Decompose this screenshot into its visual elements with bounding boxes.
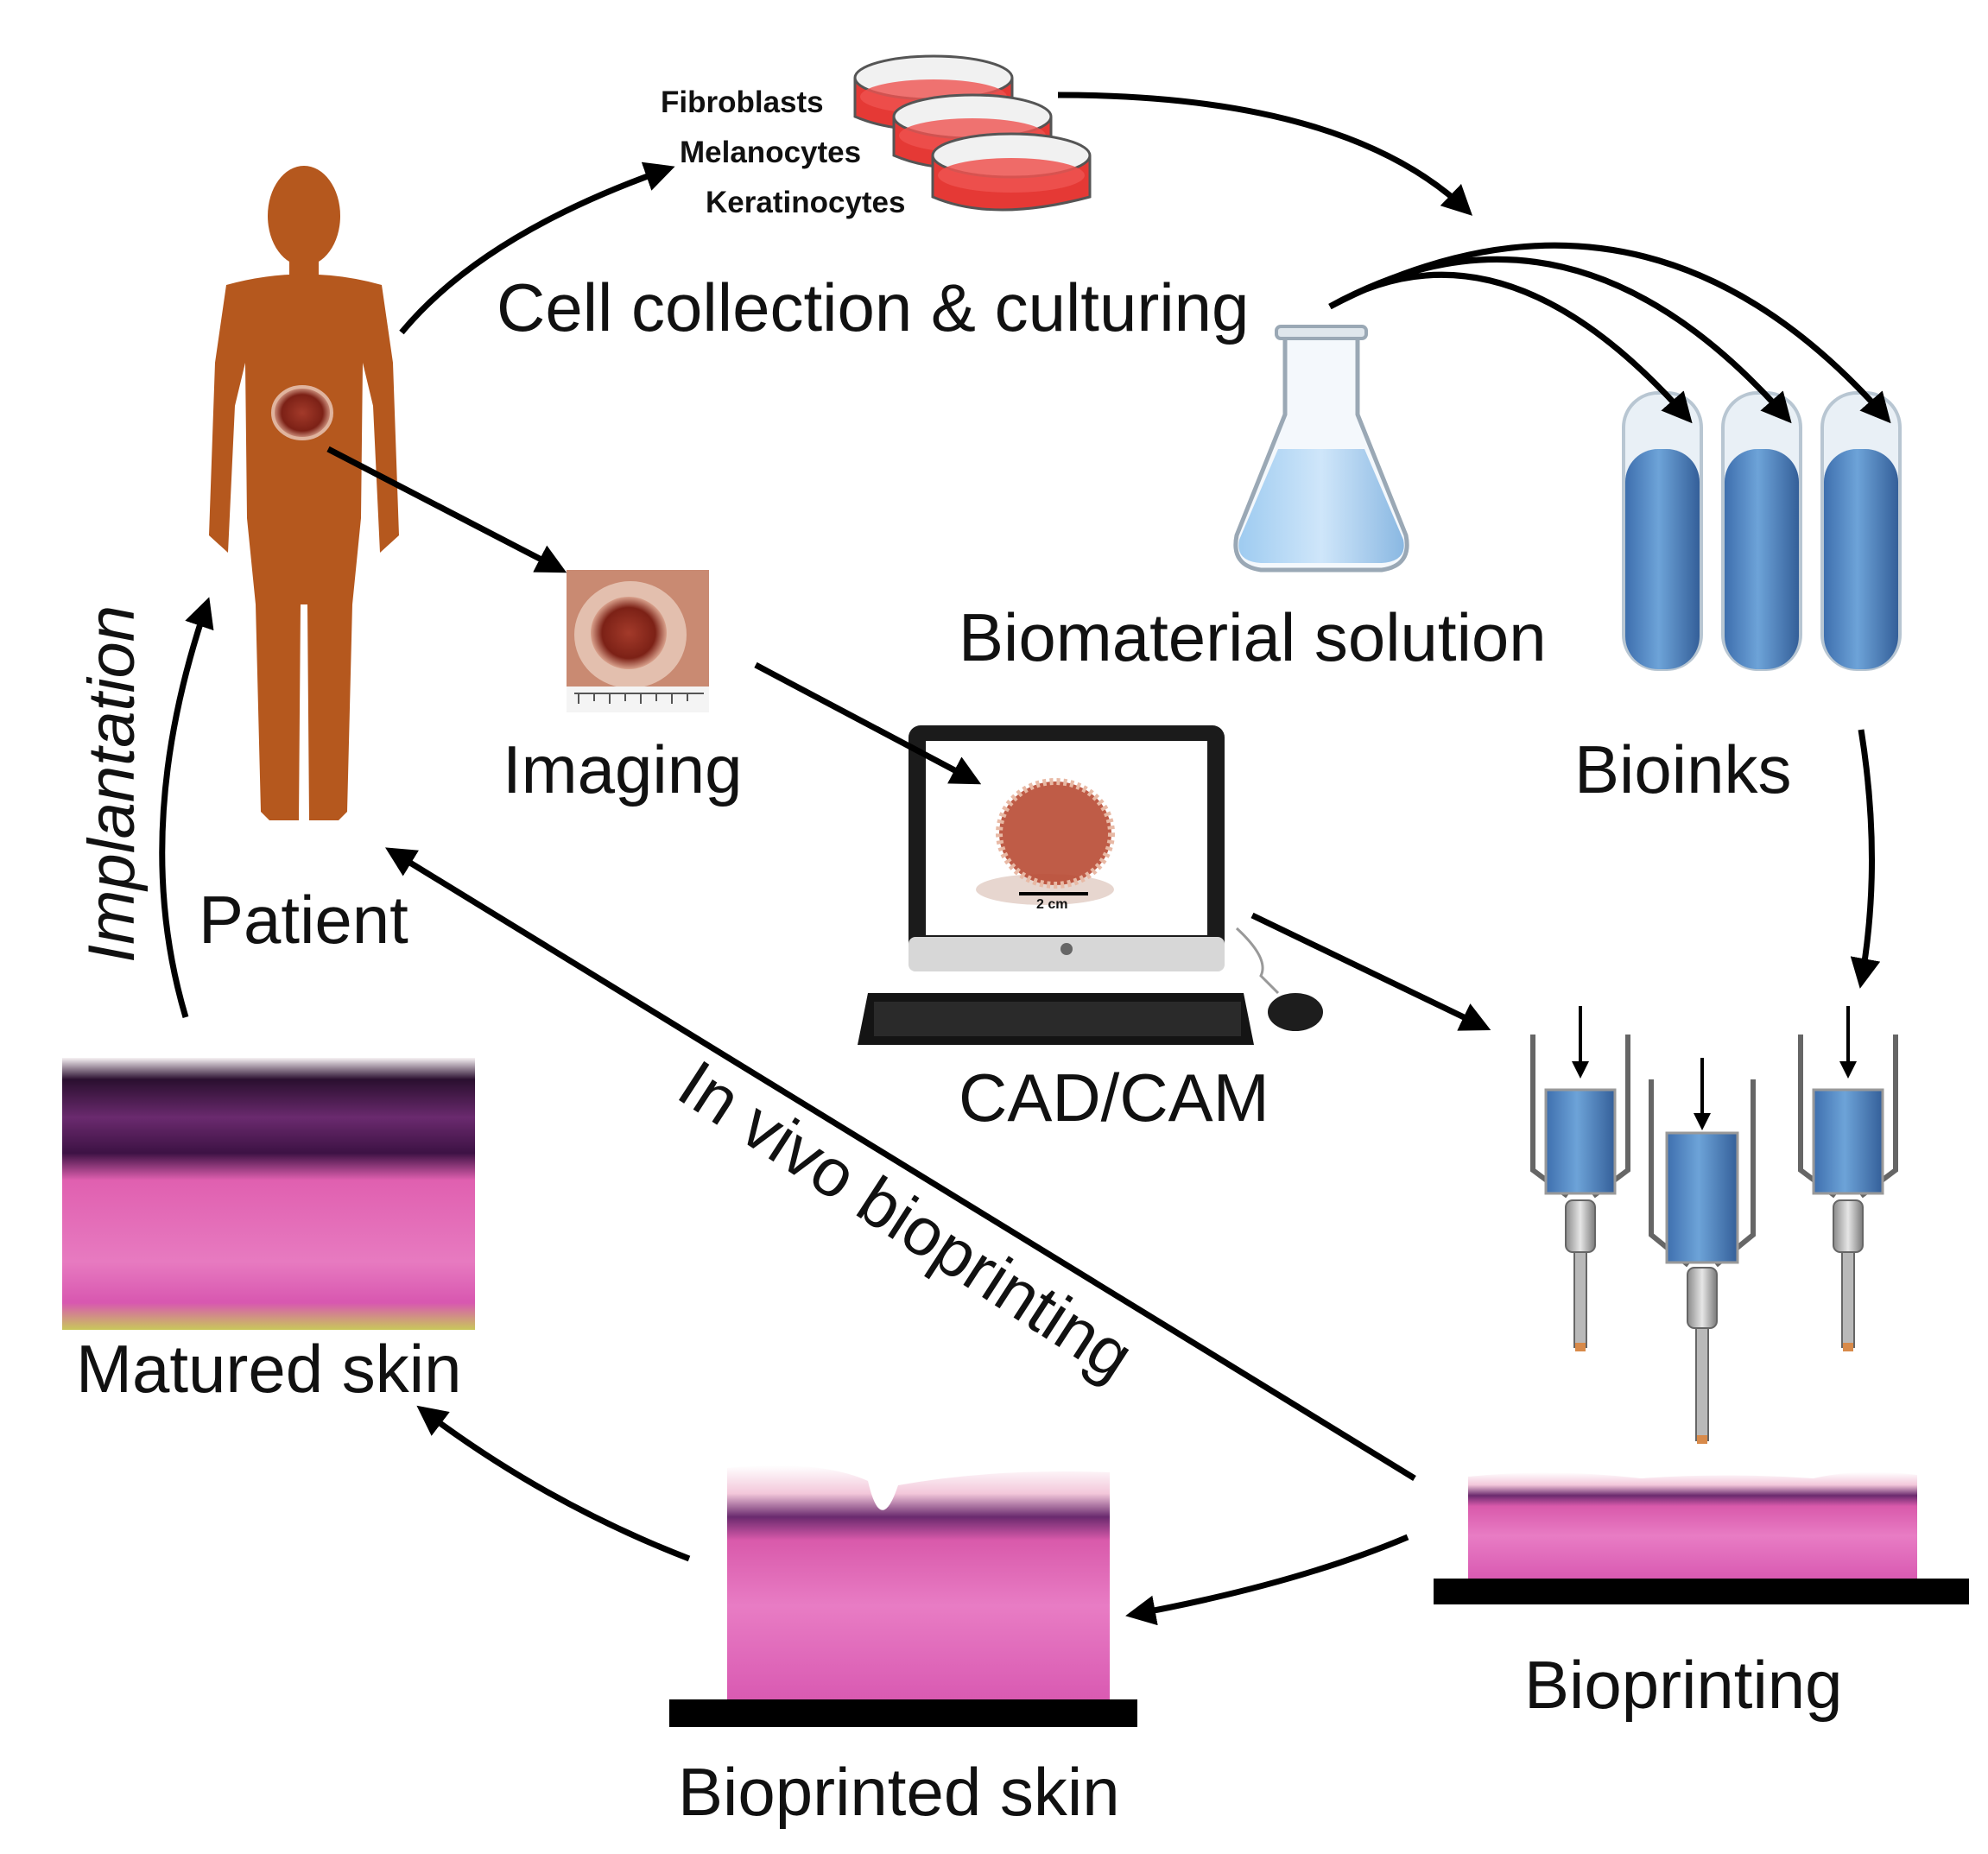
erlenmeyer-flask-icon bbox=[1233, 325, 1409, 573]
scale-bar-label: 2 cm bbox=[1036, 897, 1067, 912]
wound-icon bbox=[271, 385, 333, 440]
arrow-patient-to-imaging bbox=[326, 446, 567, 573]
arrow-bioprinting-to-bioprinted bbox=[1125, 1534, 1409, 1626]
petri-dish-icon bbox=[931, 132, 1092, 212]
desktop-computer-icon: 2 cm bbox=[858, 725, 1323, 1045]
keratinocytes-label: Keratinocytes bbox=[706, 186, 905, 219]
biomaterial-solution-label: Biomaterial solution bbox=[959, 599, 1547, 675]
melanocytes-label: Melanocytes bbox=[680, 136, 861, 169]
fibroblasts-label: Fibroblasts bbox=[661, 85, 824, 119]
test-tube-icon bbox=[1820, 391, 1902, 671]
arrow-imaging-to-cad bbox=[754, 661, 982, 785]
test-tube-icon bbox=[1622, 391, 1703, 671]
wound-photo bbox=[567, 570, 709, 712]
printer-nozzle-icon bbox=[1649, 1058, 1756, 1444]
arrow-matured-to-patient bbox=[159, 597, 214, 1018]
printer-nozzle-icon bbox=[1798, 1006, 1898, 1351]
bioprinter-nozzles bbox=[1530, 1006, 1898, 1444]
patient-label: Patient bbox=[199, 882, 408, 958]
human-silhouette-icon bbox=[209, 166, 399, 820]
arrow-patient-to-cells bbox=[399, 161, 675, 335]
bioprinting-skin-sample bbox=[1434, 1471, 1969, 1604]
printer-nozzle-icon bbox=[1530, 1006, 1630, 1351]
arrow-cells-to-bioinks bbox=[1057, 92, 1473, 216]
flow-arrows bbox=[159, 92, 1891, 1626]
imaging-label: Imaging bbox=[503, 731, 743, 807]
cad-cam-label: CAD/CAM bbox=[959, 1060, 1269, 1136]
arrow-cad-to-bioprinting bbox=[1250, 912, 1491, 1031]
wound-scan bbox=[999, 781, 1111, 885]
cell-collection-label: Cell collection & culturing bbox=[497, 269, 1249, 345]
mouse-icon bbox=[1268, 993, 1323, 1031]
matured-skin-sample bbox=[62, 1058, 475, 1330]
bioprinting-label: Bioprinting bbox=[1524, 1647, 1843, 1723]
bioprinted-skin-sample bbox=[669, 1465, 1137, 1727]
arrow-in-vivo-to-patient bbox=[385, 847, 1416, 1481]
matured-skin-label: Matured skin bbox=[76, 1331, 462, 1407]
arrow-flask-to-tube-3 bbox=[1328, 242, 1891, 424]
arrow-bioinks-to-printer bbox=[1850, 729, 1881, 989]
bioinks-label: Bioinks bbox=[1574, 731, 1791, 807]
bioink-tubes bbox=[1622, 391, 1902, 671]
patient-figure: Patient bbox=[199, 166, 408, 958]
arrow-bioprinted-to-matured bbox=[416, 1405, 691, 1562]
test-tube-icon bbox=[1721, 391, 1802, 671]
culture-dishes: Fibroblasts Melanocytes Keratinocytes bbox=[661, 54, 1092, 219]
bioprinted-skin-label: Bioprinted skin bbox=[678, 1754, 1120, 1830]
ruler-ticks bbox=[578, 693, 688, 704]
implantation-label: Implantation bbox=[75, 605, 149, 963]
